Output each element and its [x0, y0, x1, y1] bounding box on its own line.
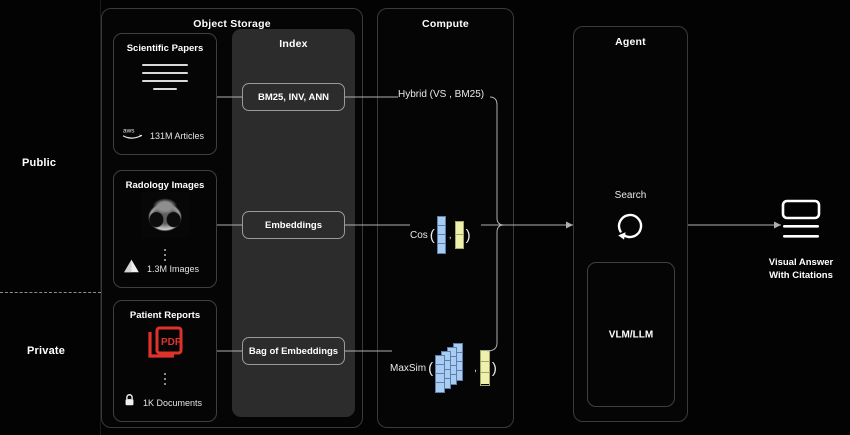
vector-blue-query	[436, 216, 446, 254]
agent-model-box[interactable]: VLM/LLM	[587, 262, 675, 407]
zone-label-public: Public	[22, 157, 57, 169]
lock-icon	[123, 393, 136, 412]
output-label-line1: Visual Answer	[768, 257, 834, 268]
card-patient-reports[interactable]: Patient Reports PDF 1K Documents	[113, 300, 217, 422]
compute-op-maxsim: MaxSim ( , )	[390, 343, 499, 393]
card-footer-patient-reports: 1K Documents	[123, 393, 202, 412]
aws-logo-icon: aws	[122, 126, 143, 145]
index-pill-bm25[interactable]: BM25, INV, ANN	[242, 83, 345, 111]
agent-model-label: VLM/LLM	[608, 329, 654, 340]
panel-title-compute: Compute	[422, 18, 469, 30]
compute-op-maxsim-label: MaxSim	[390, 362, 427, 374]
ellipsis-icon-reports	[164, 373, 166, 385]
arrowhead-output-input	[774, 221, 781, 229]
zone-label-private: Private	[27, 345, 66, 357]
document-lines-icon	[142, 64, 188, 90]
circular-arrow-icon	[611, 207, 649, 245]
card-count-radiology-images: 1.3M Images	[147, 263, 200, 274]
close-paren-maxsim: )	[491, 359, 497, 377]
output-label-line2: With Citations	[769, 270, 833, 281]
svg-text:aws: aws	[123, 128, 135, 135]
panel-title-object-storage: Object Storage	[193, 18, 271, 30]
pdf-file-icon: PDF	[145, 325, 185, 368]
visual-answer-icon	[781, 199, 821, 247]
svg-text:PDF: PDF	[161, 337, 181, 348]
compute-op-cosine-label: Cos	[410, 229, 428, 241]
close-paren-cosine: )	[465, 226, 471, 244]
open-paren-maxsim: (	[428, 359, 434, 377]
public-private-divider	[0, 292, 101, 293]
card-scientific-papers[interactable]: Scientific Papers aws 131M Articles	[113, 33, 217, 155]
panel-title-agent: Agent	[615, 36, 646, 48]
card-count-patient-reports: 1K Documents	[143, 397, 203, 408]
ellipsis-icon-radiology	[164, 249, 166, 261]
vector-stack-blue-multi	[435, 343, 471, 393]
index-pill-embeddings[interactable]: Embeddings	[242, 211, 345, 239]
comma-cosine: ,	[448, 229, 452, 241]
output-label: Visual Answer With Citations	[752, 256, 850, 282]
agent-search-label: Search	[614, 190, 647, 201]
vector-yellow-query	[479, 350, 490, 386]
comma-maxsim: ,	[474, 362, 477, 374]
card-footer-scientific-papers: aws 131M Articles	[122, 126, 205, 145]
card-title-scientific-papers: Scientific Papers	[126, 43, 204, 54]
card-title-patient-reports: Patient Reports	[129, 310, 201, 321]
card-count-scientific-papers: 131M Articles	[150, 130, 205, 141]
card-footer-radiology-images: 1.3M Images	[123, 259, 199, 278]
arrowhead-agent-input	[566, 221, 573, 229]
open-paren-cosine: (	[429, 226, 435, 244]
compute-op-hybrid-label: Hybrid (VS , BM25)	[398, 89, 485, 100]
compute-op-hybrid: Hybrid (VS , BM25)	[398, 89, 484, 100]
card-radiology-images[interactable]: Radology Images 1.3M Images	[113, 170, 217, 288]
vector-yellow-doc	[454, 221, 464, 249]
ct-scan-thumbnail	[141, 192, 189, 238]
index-pill-bag-of-embeddings[interactable]: Bag of Embeddings	[242, 337, 345, 365]
card-title-radiology-images: Radology Images	[125, 180, 205, 191]
zone-vertical-divider	[100, 0, 101, 435]
azure-logo-icon	[123, 259, 140, 278]
panel-title-index: Index	[279, 38, 308, 50]
compute-op-cosine: Cos ( , )	[410, 216, 473, 254]
